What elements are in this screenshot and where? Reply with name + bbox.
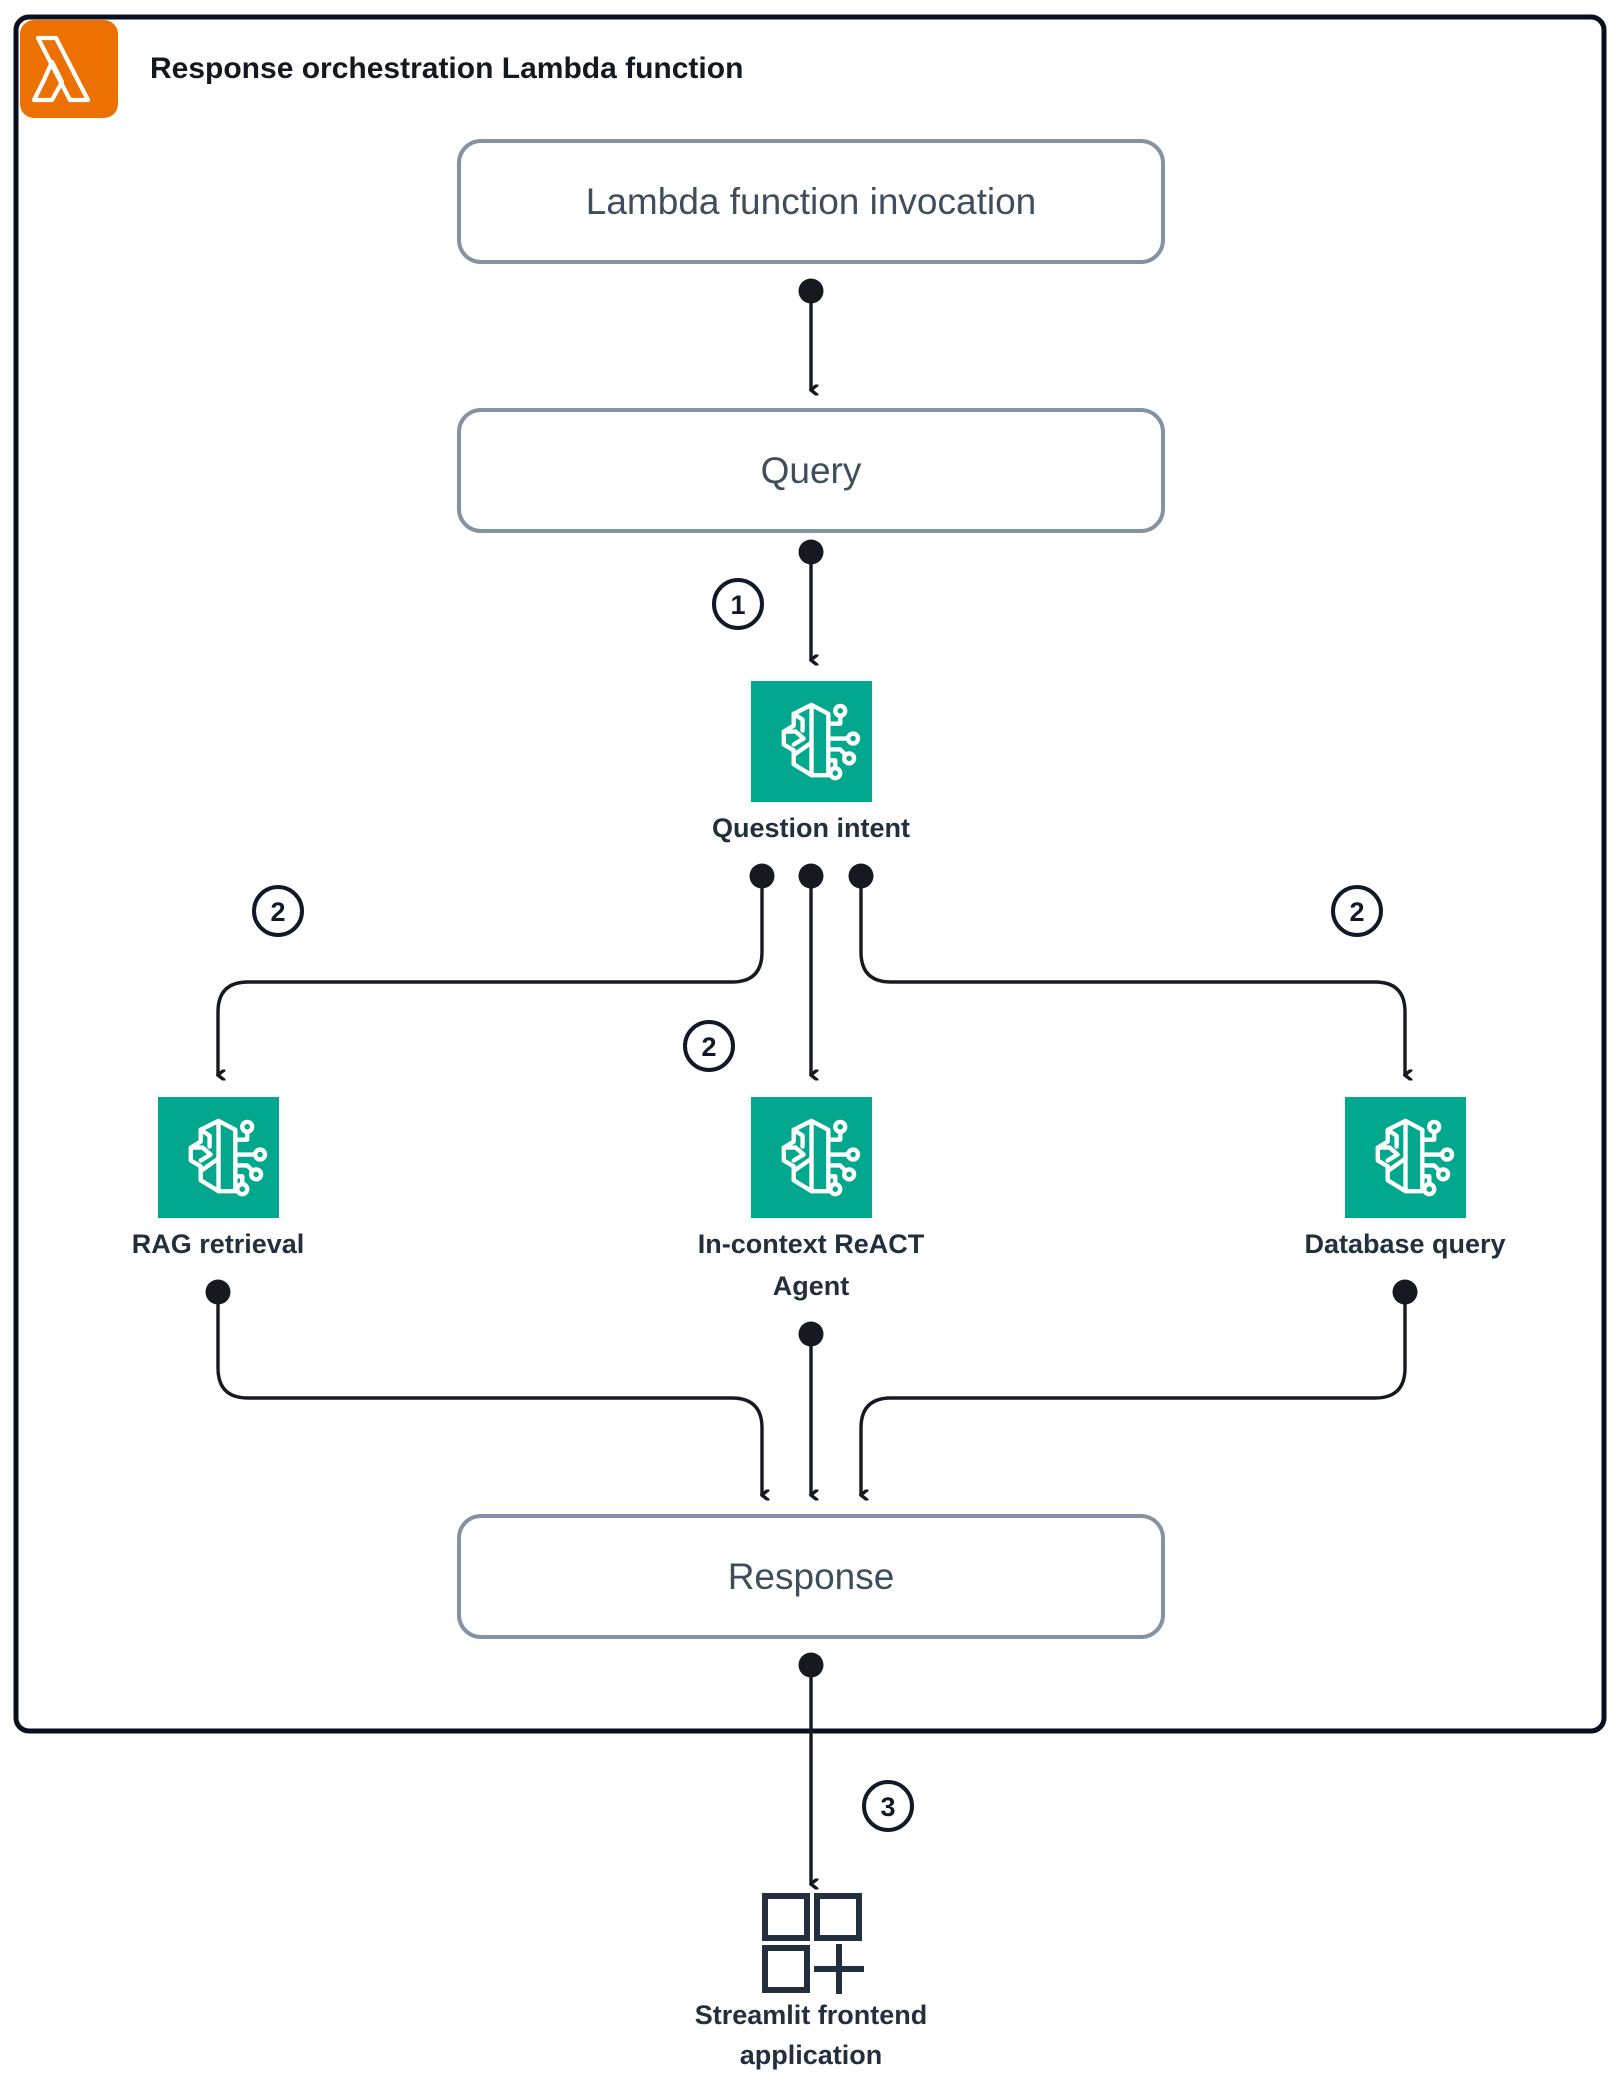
step-badge-1: 1 — [712, 578, 764, 630]
connector-query-to-question-intent — [798, 539, 824, 661]
aws-lambda-icon — [20, 20, 118, 118]
node-in-context-react-agent-label-line1: In-context ReACT — [698, 1229, 925, 1259]
lambda-group-title: Response orchestration Lambda function — [150, 52, 743, 85]
box-response-label: Response — [728, 1556, 895, 1597]
connector-intent-to-rag — [218, 863, 775, 1076]
node-rag-retrieval[interactable]: RAG retrieval — [132, 1097, 305, 1259]
node-database-query-label: Database query — [1304, 1229, 1505, 1259]
box-query-label: Query — [761, 450, 862, 491]
step-badge-2-center-number: 2 — [701, 1032, 716, 1062]
ai-brain-circuit-icon — [781, 1118, 861, 1197]
connector-react-agent-to-response — [798, 1321, 824, 1496]
connector-database-query-to-response — [861, 1279, 1418, 1496]
streamlit-grid-icon — [762, 1893, 864, 1994]
connector-intent-to-react-agent — [798, 863, 824, 1076]
connector-response-to-streamlit — [798, 1652, 824, 1885]
connector-rag-to-response — [205, 1279, 763, 1496]
step-badge-2-right-number: 2 — [1349, 897, 1364, 927]
connector-intent-to-database-query — [848, 863, 1406, 1076]
node-rag-retrieval-label: RAG retrieval — [132, 1229, 305, 1259]
node-in-context-react-agent[interactable]: In-context ReACT Agent — [698, 1097, 925, 1301]
step-badge-2-left-number: 2 — [270, 897, 285, 927]
node-streamlit-frontend-label-line2: application — [740, 2040, 883, 2070]
box-lambda-invocation[interactable]: Lambda function invocation — [457, 139, 1165, 264]
node-in-context-react-agent-label-line2: Agent — [773, 1271, 850, 1301]
node-streamlit-frontend[interactable]: Streamlit frontend application — [695, 1893, 928, 2070]
step-badge-1-number: 1 — [730, 590, 745, 620]
node-question-intent[interactable]: Question intent — [712, 681, 910, 843]
step-badge-3: 3 — [862, 1780, 914, 1832]
ai-brain-circuit-icon — [188, 1118, 268, 1197]
box-response[interactable]: Response — [457, 1514, 1165, 1639]
step-badge-2-center: 2 — [683, 1020, 735, 1072]
step-badge-2-left: 2 — [252, 885, 304, 937]
ai-brain-circuit-icon — [781, 702, 861, 781]
box-lambda-invocation-label: Lambda function invocation — [586, 181, 1036, 222]
step-badge-3-number: 3 — [880, 1792, 895, 1822]
connector-invocation-to-query — [798, 278, 824, 391]
node-database-query[interactable]: Database query — [1304, 1097, 1506, 1259]
ai-brain-circuit-icon — [1375, 1118, 1455, 1197]
node-question-intent-label: Question intent — [712, 813, 910, 843]
node-streamlit-frontend-label-line1: Streamlit frontend — [695, 2000, 928, 2030]
box-query[interactable]: Query — [457, 408, 1165, 533]
step-badge-2-right: 2 — [1331, 885, 1383, 937]
